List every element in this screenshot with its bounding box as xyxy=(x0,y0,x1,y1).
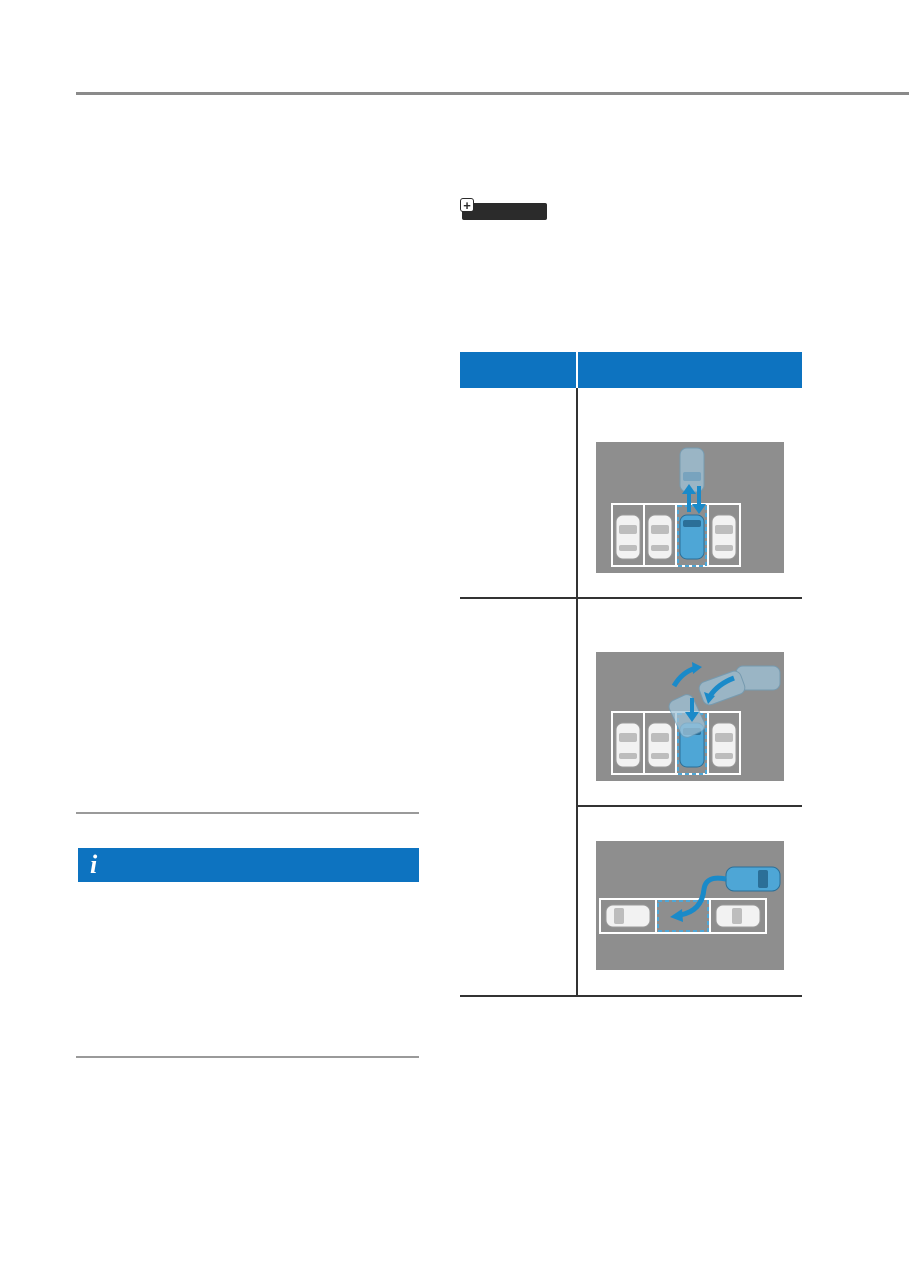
info-icon: i xyxy=(90,850,98,879)
table-header-separator xyxy=(576,352,578,388)
illustration-parallel xyxy=(596,841,784,970)
table-header xyxy=(460,352,802,388)
plus-icon: + xyxy=(460,198,474,212)
illustration-perpendicular-reverse xyxy=(596,442,784,573)
table-subrow-divider xyxy=(577,805,802,807)
illustration-perpendicular-turn xyxy=(596,652,784,781)
parking-diagram xyxy=(596,442,784,573)
table-column-divider xyxy=(576,388,578,996)
table-bottom-rule xyxy=(460,995,802,997)
note-bottom-rule xyxy=(76,1056,419,1058)
note-top-rule xyxy=(76,812,419,814)
header-rule xyxy=(76,92,909,95)
info-note-header: i xyxy=(78,848,419,882)
option-tag: + xyxy=(460,198,547,220)
table-row-divider xyxy=(460,597,802,599)
parking-diagram xyxy=(596,652,784,781)
parking-diagram xyxy=(596,841,784,970)
